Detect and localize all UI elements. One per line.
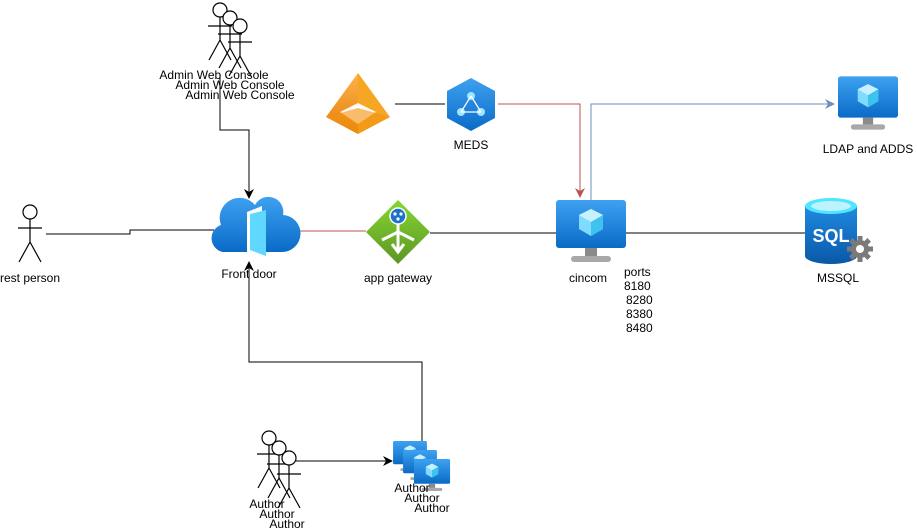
cincom-label: cincom: [568, 271, 608, 285]
front-door-icon: [211, 196, 301, 258]
admin-console-label-2: Admin Web Console: [175, 78, 285, 92]
port-value: 8280: [626, 293, 653, 307]
author-vm-label-3: Author: [414, 501, 450, 515]
admin-console-label-1: Admin Web Console: [159, 68, 269, 82]
admin-console-actors: [207, 2, 253, 77]
edge-author-vms-to-frontdoor: [244, 261, 423, 443]
port-value: 8180: [624, 279, 651, 293]
author-label-3: Author: [269, 517, 305, 531]
mssql-label: MSSQL: [816, 271, 860, 285]
admin-console-label-3: Admin Web Console: [185, 88, 295, 102]
app-gateway-label: app gateway: [363, 271, 433, 285]
svg-text:SQL: SQL: [812, 226, 849, 246]
rest-person-label: rest person: [0, 271, 61, 285]
port-value: 8480: [626, 321, 653, 335]
actor-icon: [256, 430, 282, 489]
virtual-machine-icon: [838, 76, 898, 130]
edge-meds-to-cincom: [498, 103, 585, 198]
edge-admin-to-frontdoor: [219, 75, 254, 199]
author-label-2: Author: [259, 507, 295, 521]
app-gateway-icon: [366, 200, 430, 264]
port-value: 8380: [626, 307, 653, 321]
ports-list: ports 8180 8280 8380 8480: [624, 265, 653, 335]
virtual-machine-icon: [556, 200, 626, 262]
edges: [46, 75, 835, 466]
front-door-label: Front door: [221, 267, 277, 281]
domain-services-icon: [447, 78, 495, 131]
author-vm-label-2: Author: [404, 491, 440, 505]
edge-cincom-to-ldap: [590, 99, 835, 200]
ldap-label: LDAP and ADDS: [822, 142, 914, 156]
edge-rest-to-frontdoor: [46, 229, 214, 235]
sql-database-icon: SQL: [805, 198, 873, 264]
actor-icon: [266, 440, 292, 499]
author-label-1: Author: [249, 497, 285, 511]
ports-title: ports: [624, 265, 651, 279]
actor-icon: [17, 204, 43, 263]
meds-label: MEDS: [453, 138, 489, 152]
identity-pyramid-icon: [326, 73, 390, 134]
author-vm-label-1: Author: [394, 481, 430, 495]
